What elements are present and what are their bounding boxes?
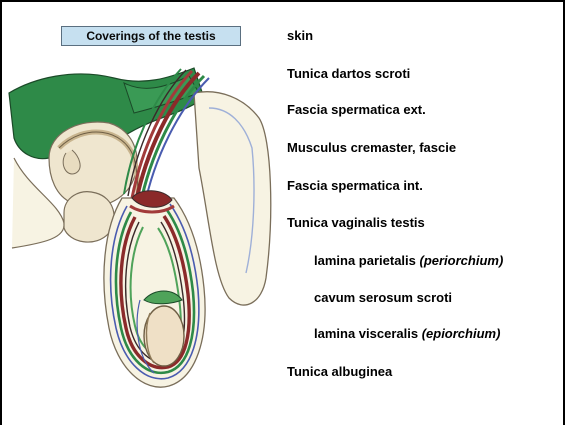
label-lamina-visceralis: lamina visceralis (epiorchium) bbox=[314, 326, 500, 342]
testis-coverings-illustration bbox=[4, 38, 274, 418]
label-fascia-spermatica-ext: Fascia spermatica ext. bbox=[287, 102, 426, 118]
label-lamina-parietalis: lamina parietalis (periorchium) bbox=[314, 253, 503, 269]
penis-shaft-shape bbox=[194, 92, 271, 305]
label-tunica-albuginea: Tunica albuginea bbox=[287, 364, 392, 380]
label-tunica-dartos: Tunica dartos scroti bbox=[287, 66, 410, 82]
label-skin: skin bbox=[287, 28, 313, 44]
pelvic-lobe bbox=[64, 192, 114, 242]
title-box: Coverings of the testis bbox=[61, 26, 241, 46]
label-musculus-cremaster: Musculus cremaster, fascie bbox=[287, 140, 456, 156]
label-tunica-vaginalis: Tunica vaginalis testis bbox=[287, 215, 425, 231]
label-cavum-serosum: cavum serosum scroti bbox=[314, 290, 452, 306]
label-fascia-spermatica-int: Fascia spermatica int. bbox=[287, 178, 423, 194]
